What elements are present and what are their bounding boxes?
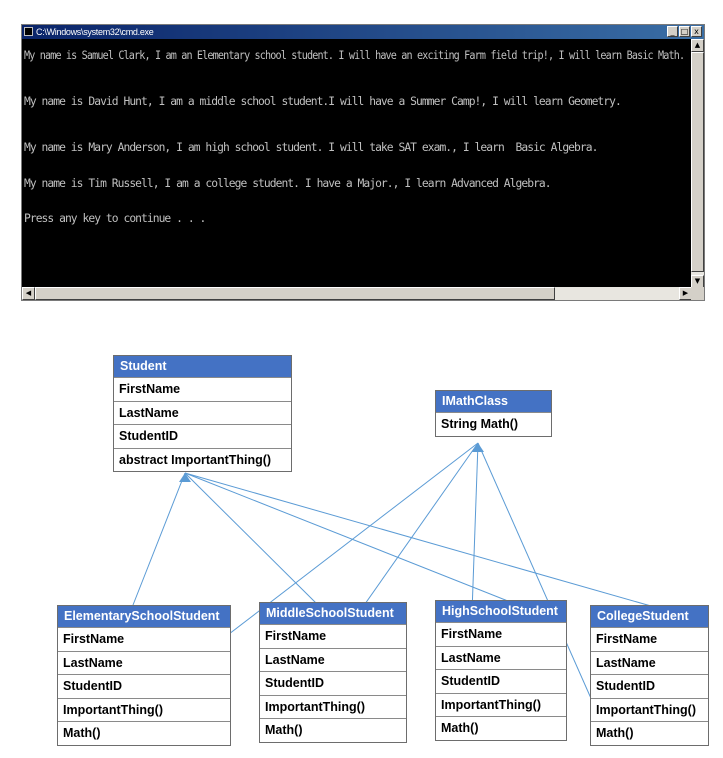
maximize-button[interactable]: □ <box>679 26 690 37</box>
implement-line-college <box>477 442 606 731</box>
scroll-left-arrow-icon[interactable]: ◀ <box>22 287 35 300</box>
class-member: LastName <box>260 647 406 672</box>
class-name: Student <box>114 356 291 377</box>
console-line: Press any key to continue . . . <box>24 212 206 225</box>
class-member: FirstName <box>436 622 566 646</box>
class-member: StudentID <box>58 674 230 698</box>
window-titlebar[interactable]: C:\Windows\system32\cmd.exe _ □ x <box>22 25 704 39</box>
class-member: LastName <box>436 645 566 670</box>
vertical-scroll-thumb[interactable] <box>691 52 704 272</box>
inherit-line-high <box>184 472 514 604</box>
class-member: StudentID <box>436 669 566 693</box>
inherit-line-middle <box>184 472 319 606</box>
console-line: My name is Tim Russell, I am a college s… <box>24 177 552 190</box>
class-member: FirstName <box>114 377 291 401</box>
window-title: C:\Windows\system32\cmd.exe <box>36 27 154 37</box>
class-member: FirstName <box>260 624 406 648</box>
cmd-window: C:\Windows\system32\cmd.exe _ □ x My nam… <box>21 24 705 301</box>
minimize-button[interactable]: _ <box>667 26 678 37</box>
class-member: FirstName <box>58 627 230 651</box>
class-member: Math() <box>58 721 230 745</box>
class-member: ImportantThing() <box>260 694 406 719</box>
scroll-up-arrow-icon[interactable]: ▲ <box>691 39 704 52</box>
class-name: MiddleSchoolStudent <box>260 603 406 624</box>
uml-interface-imathclass[interactable]: IMathClass String Math() <box>435 390 552 437</box>
uml-class-student[interactable]: Student FirstName LastName StudentID abs… <box>113 355 292 473</box>
class-member: StudentID <box>114 424 291 448</box>
class-member: ImportantThing() <box>436 692 566 717</box>
uml-class-college-student[interactable]: CollegeStudent FirstName LastName Studen… <box>590 605 709 746</box>
console-line: My name is Samuel Clark, I am an Element… <box>24 49 685 62</box>
class-member: LastName <box>58 650 230 675</box>
uml-class-high-school-student[interactable]: HighSchoolStudent FirstName LastName Stu… <box>435 600 567 741</box>
cmd-app-icon[interactable] <box>24 27 33 36</box>
inherit-line-elementary <box>132 472 186 606</box>
implement-arrowhead-icon <box>472 443 484 452</box>
size-grip[interactable] <box>691 287 704 300</box>
close-button[interactable]: x <box>691 26 702 37</box>
console-output[interactable]: My name is Samuel Clark, I am an Element… <box>22 39 692 288</box>
horizontal-scrollbar[interactable]: ◀ ▶ <box>22 287 692 300</box>
class-member: String Math() <box>436 412 551 436</box>
class-member: Math() <box>591 721 708 745</box>
inherit-line-college <box>184 472 652 607</box>
class-name: HighSchoolStudent <box>436 601 566 622</box>
horizontal-scroll-thumb[interactable] <box>35 287 555 300</box>
uml-class-middle-school-student[interactable]: MiddleSchoolStudent FirstName LastName S… <box>259 602 407 743</box>
class-member: StudentID <box>591 674 708 698</box>
class-member: StudentID <box>260 671 406 695</box>
vertical-scrollbar[interactable]: ▲ ▼ <box>691 39 704 288</box>
class-member: LastName <box>114 400 291 425</box>
class-member: ImportantThing() <box>591 697 708 722</box>
class-member: ImportantThing() <box>58 697 230 722</box>
class-name: ElementarySchoolStudent <box>58 606 230 627</box>
class-member: Math() <box>260 718 406 742</box>
class-member: abstract ImportantThing() <box>114 447 291 472</box>
inherit-arrowhead-icon <box>179 473 191 482</box>
console-line: My name is David Hunt, I am a middle sch… <box>24 95 622 108</box>
class-name: IMathClass <box>436 391 551 412</box>
uml-class-elementary-school-student[interactable]: ElementarySchoolStudent FirstName LastNa… <box>57 605 231 746</box>
class-member: LastName <box>591 650 708 675</box>
console-line: My name is Mary Anderson, I am high scho… <box>24 141 598 154</box>
class-member: Math() <box>436 716 566 740</box>
class-name: CollegeStudent <box>591 606 708 627</box>
class-member: FirstName <box>591 627 708 651</box>
